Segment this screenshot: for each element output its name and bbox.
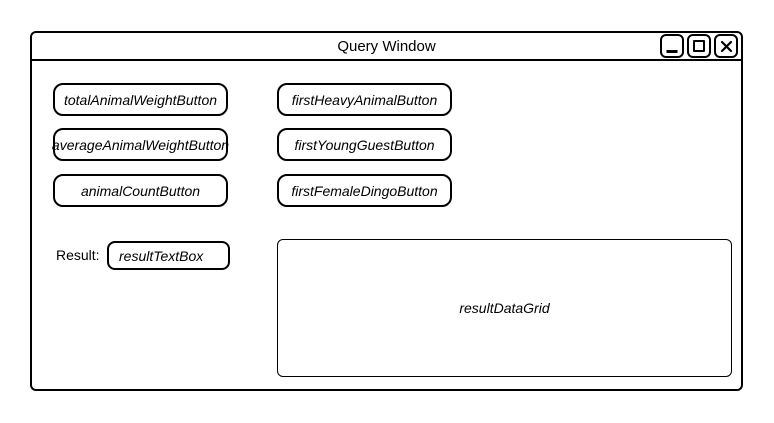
average-animal-weight-button[interactable]: averageAnimalWeightButton	[52, 128, 229, 161]
window-title: Query Window	[337, 37, 436, 55]
animal-count-button[interactable]: animalCountButton	[53, 174, 228, 207]
total-animal-weight-button[interactable]: totalAnimalWeightButton	[53, 83, 228, 116]
title-bar[interactable]: Query Window	[32, 33, 741, 61]
minimize-button[interactable]	[660, 34, 684, 58]
first-heavy-animal-button[interactable]: firstHeavyAnimalButton	[277, 83, 452, 116]
maximize-icon	[693, 40, 705, 52]
maximize-button[interactable]	[687, 34, 711, 58]
result-textbox[interactable]: resultTextBox	[107, 241, 230, 270]
result-datagrid-label: resultDataGrid	[459, 300, 550, 316]
first-young-guest-button[interactable]: firstYoungGuestButton	[277, 128, 452, 161]
window-controls	[660, 34, 738, 58]
query-window: Query Window totalAnimalWeightButton ave…	[30, 31, 743, 391]
result-label: Result:	[56, 247, 100, 263]
result-datagrid[interactable]: resultDataGrid	[277, 239, 732, 377]
result-textbox-text: resultTextBox	[119, 247, 204, 264]
close-icon	[720, 40, 732, 52]
minimize-icon	[666, 50, 678, 53]
close-button[interactable]	[714, 34, 738, 58]
first-female-dingo-button[interactable]: firstFemaleDingoButton	[277, 174, 452, 207]
